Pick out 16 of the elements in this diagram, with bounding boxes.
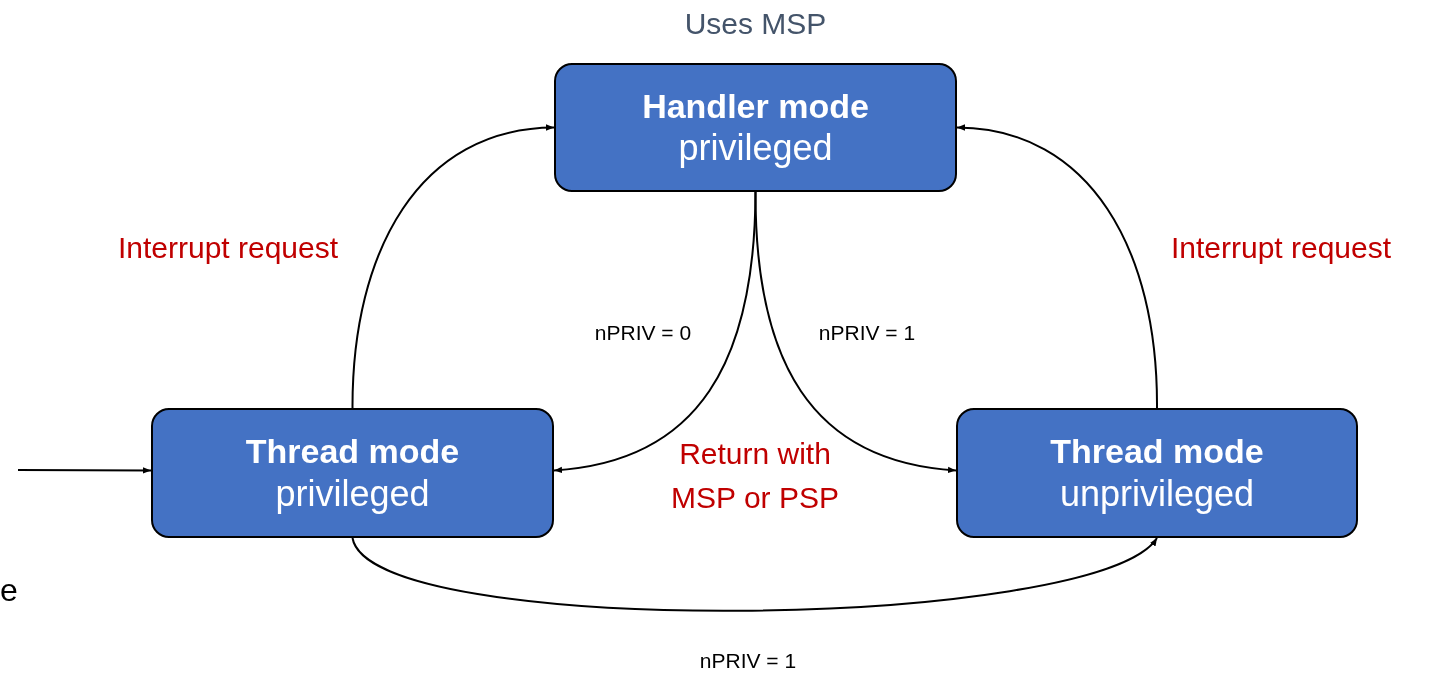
state-title: Thread mode [245,431,460,472]
state-title: Handler mode [642,85,869,127]
state-subtitle: privileged [678,126,833,170]
state-note: Uses MSP [684,6,827,42]
note-text: Return with MSP or PSP [670,436,840,516]
arrow [17,467,152,474]
arrow [351,124,555,409]
arrow [956,124,1158,409]
state-box [956,408,1358,538]
state-title: Thread mode [1050,431,1264,472]
state-box [554,63,957,192]
state-box [151,408,554,538]
state-subtitle: unprivileged [1059,471,1255,515]
state-subtitle: privileged [275,471,430,515]
note-text: e [0,571,18,610]
arrow [754,191,957,473]
